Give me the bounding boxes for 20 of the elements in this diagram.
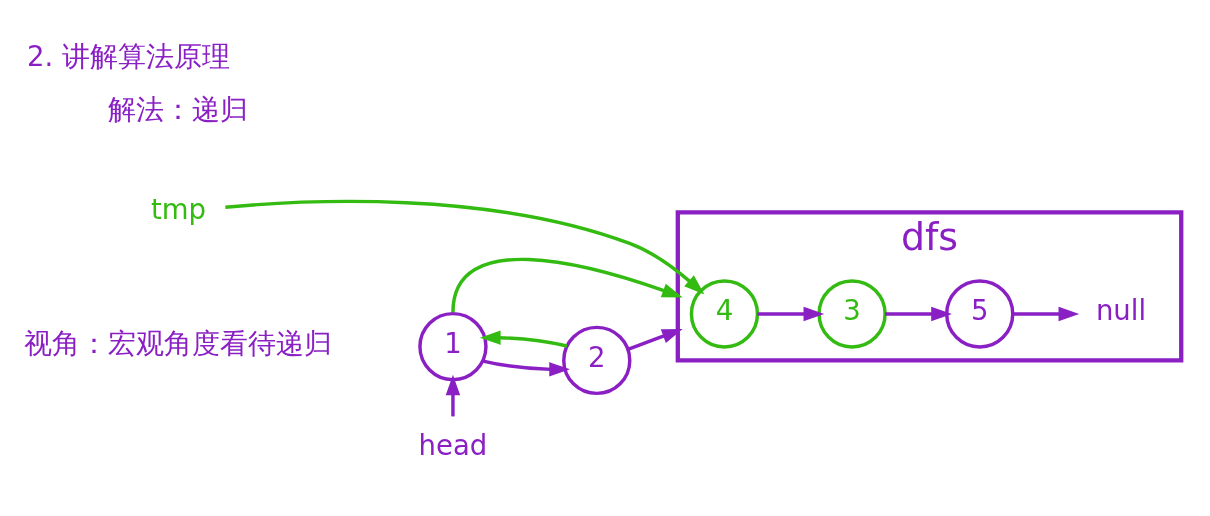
arrow <box>757 306 825 322</box>
label: 视角：宏观角度看待递归 <box>24 327 333 360</box>
node-circle: 5 <box>945 279 1015 349</box>
arrow <box>1012 306 1080 322</box>
arrow <box>627 328 683 351</box>
arrow <box>445 374 461 417</box>
label: 解法：递归 <box>108 93 249 126</box>
arrow <box>885 306 952 322</box>
node-text: null <box>1095 294 1147 327</box>
node-circle: 4 <box>689 279 760 349</box>
arrow <box>451 257 683 313</box>
arrow <box>225 199 705 295</box>
node-circle: 3 <box>817 279 887 349</box>
diagram-title: 2. 讲解算法原理 <box>27 39 231 72</box>
node-text: tmp <box>150 192 207 225</box>
arrow <box>479 330 568 348</box>
node-circle: 2 <box>562 325 632 396</box>
arrow <box>482 359 570 377</box>
node-text: head <box>418 428 488 461</box>
node-circle: 1 <box>418 311 488 382</box>
